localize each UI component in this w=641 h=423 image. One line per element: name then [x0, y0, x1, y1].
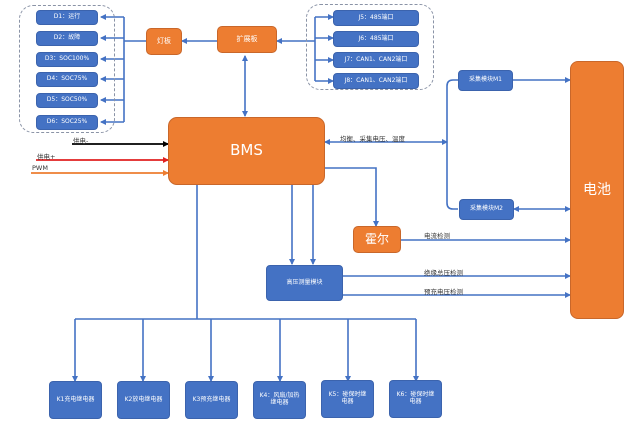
light-board: 灯板 — [146, 28, 182, 55]
relay-k5: K5：碰保时继电器 — [321, 380, 374, 418]
bms-block: BMS — [168, 117, 325, 185]
relay-k4: K4：风扇/加热继电器 — [253, 381, 306, 419]
port-group — [306, 4, 434, 90]
led-d6: D6：SOC25% — [36, 115, 98, 130]
relay-k6: K6：碰保时继电器 — [389, 380, 442, 418]
relay-k3: K3预充继电器 — [185, 381, 238, 419]
relay-k2: K2放电继电器 — [117, 381, 170, 419]
port-j6: J6：485端口 — [333, 31, 419, 47]
led-d4: D4：SOC75% — [36, 72, 98, 87]
power-pos-label: 供电+ — [37, 153, 56, 161]
battery-block: 电池 — [570, 61, 624, 319]
led-d5: D5：SOC50% — [36, 93, 98, 108]
acq-module-m1: 采集模块M1 — [458, 70, 513, 91]
current-detect-label: 电流检测 — [424, 232, 450, 240]
port-j5: J5：485端口 — [333, 10, 419, 26]
pwm-label: PWM — [32, 164, 48, 172]
balance-label: 均衡、采集电压、温度 — [340, 135, 405, 143]
led-d2: D2：故障 — [36, 31, 98, 46]
led-d3: D3：SOC100% — [36, 52, 98, 67]
led-d1: D1：运行 — [36, 10, 98, 25]
relay-k1: K1充电继电器 — [49, 381, 102, 419]
led-group — [19, 5, 115, 133]
power-neg-label: 供电- — [73, 137, 89, 145]
precharge-detect-label: 预充电压检测 — [424, 288, 463, 296]
hv-measure-module: 高压测量模块 — [266, 265, 343, 301]
port-j7: J7：CAN1、CAN2端口 — [333, 52, 419, 68]
insulation-detect-label: 绝缘总压检测 — [424, 269, 463, 277]
expansion-board: 扩展板 — [217, 26, 277, 53]
hall-sensor: 霍尔 — [353, 226, 401, 253]
port-j8: J8：CAN1、CAN2端口 — [333, 73, 419, 89]
acq-module-m2: 采集模块M2 — [459, 199, 514, 220]
led-bus-wires — [100, 14, 147, 125]
